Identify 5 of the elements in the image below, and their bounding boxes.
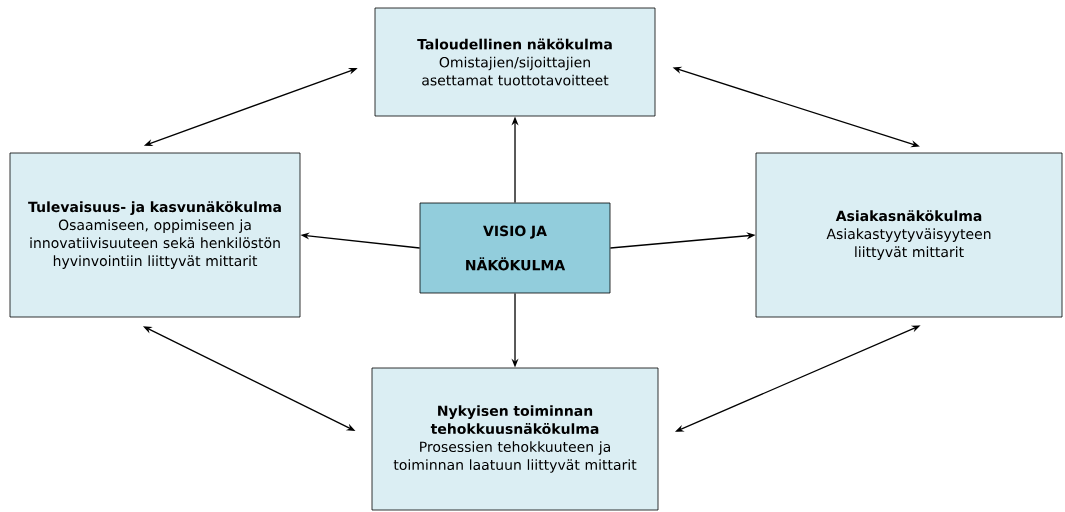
- vision-box: VISIO JA NÄKÖKULMA: [419, 202, 611, 294]
- perspective-box: Tulevaisuus- ja kasvunäkökulma Osaamiseen, oppimiseen ja innovatiivisuuteen sekä henkilöstön hyvinvointiin liittyvät mittarit: [9, 152, 301, 318]
- perspective-box: Asiakasnäkökulma Asiakastyytyväisyyteen liittyvät mittarit: [755, 152, 1063, 318]
- perspective-box: Taloudellinen näkökulma Omistajien/sijoittajien asettamat tuottotavoitteet: [374, 7, 656, 117]
- perspective-box: Nykyisen toiminnan tehokkuusnäkökulma Prosessien tehokkuuteen ja toiminnan laatuun liittyvät mittarit: [371, 367, 659, 511]
